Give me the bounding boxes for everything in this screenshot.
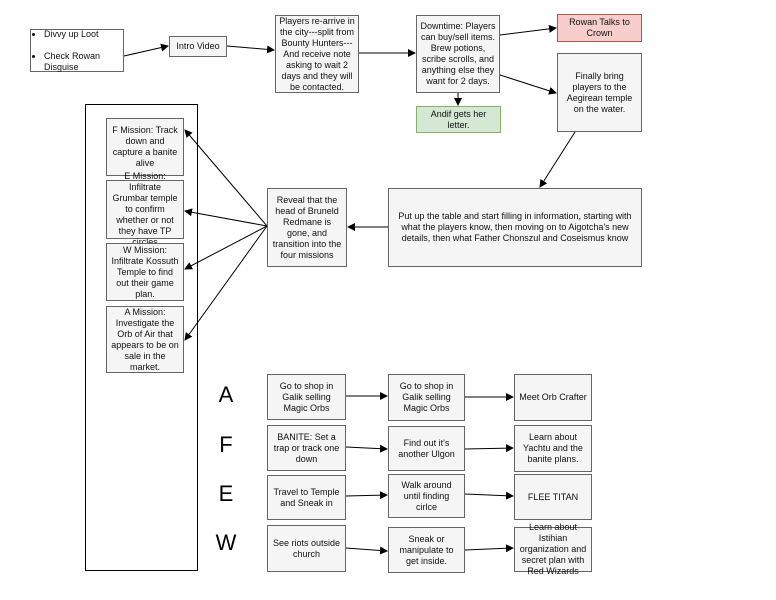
missions-frame xyxy=(85,104,198,571)
f-step-2: Find out it's another Ulgon xyxy=(388,426,465,471)
a-step-3: Meet Orb Crafter xyxy=(514,374,592,421)
intro-video-node: Intro Video xyxy=(169,36,227,57)
arrow-intro-to-rearrive xyxy=(226,45,275,54)
arrow-downtime-to-rowan xyxy=(499,24,557,36)
downtime-node: Downtime: Players can buy/sell items. Br… xyxy=(416,15,500,93)
arrow-e-2-to-3 xyxy=(464,491,514,500)
f-step-3: Learn about Yachtu and the banite plans. xyxy=(514,425,592,472)
arrow-e-1-to-2 xyxy=(345,491,388,500)
arrow-downtime-to-finally xyxy=(499,74,557,95)
e-mission-node: E Mission: Infiltrate Grumbar temple to … xyxy=(106,171,184,247)
arrow-w-2-to-3 xyxy=(464,544,514,553)
arrow-reveal-to-f xyxy=(184,129,268,227)
loot-item: Divvy up Loot xyxy=(44,29,120,40)
track-letter-e: E xyxy=(218,481,234,506)
arrow-w-1-to-2 xyxy=(345,546,388,555)
a-step-1: Go to shop in Galik selling Magic Orbs xyxy=(267,374,346,420)
arrow-finally-to-table xyxy=(539,131,576,188)
a-mission-node: A Mission: Investigate the Orb of Air th… xyxy=(106,306,184,373)
track-letter-w: W xyxy=(215,530,237,555)
e-step-3: FLEE TITAN xyxy=(514,474,592,520)
f-step-1: BANITE: Set a trap or track one down xyxy=(267,425,346,471)
track-letter-f: F xyxy=(219,432,233,457)
arrow-reveal-to-a xyxy=(184,225,268,341)
w-step-2: Sneak or manipulate to get inside. xyxy=(388,527,465,573)
loot-node: Divvy up Loot Check Rowan Disguise xyxy=(30,29,124,72)
e-step-2: Walk around until finding cirlce xyxy=(388,474,465,518)
track-letter-a: A xyxy=(218,382,234,407)
arrow-f-1-to-2 xyxy=(345,444,388,453)
arrow-f-2-to-3 xyxy=(464,444,514,453)
w-step-3: Learn about Istihian organization and se… xyxy=(514,522,592,576)
w-step-1: See riots outside church xyxy=(267,525,346,572)
rearrive-node: Players re-arrive in the city---split fr… xyxy=(275,15,359,93)
arrow-reveal-to-w xyxy=(184,225,268,270)
f-mission-node: F Mission: Track down and capture a bani… xyxy=(106,118,184,176)
finally-node: Finally bring players to the Aegirean te… xyxy=(557,53,642,132)
arrow-reveal-to-e xyxy=(184,208,268,227)
a-step-2: Go to shop in Galik selling Magic Orbs xyxy=(388,374,465,421)
w-mission-node: W Mission: Infiltrate Kossuth Temple to … xyxy=(106,243,184,301)
rowan-node: Rowan Talks to Crown xyxy=(557,14,642,42)
andif-node: Andif gets her letter. xyxy=(416,106,501,133)
arrow-loot-to-intro xyxy=(123,43,169,57)
reveal-node: Reveal that the head of Bruneld Redmane … xyxy=(267,188,347,267)
table-node: Put up the table and start filling in in… xyxy=(388,188,642,267)
e-step-1: Travel to Temple and Sneak in xyxy=(267,475,346,520)
loot-item: Check Rowan Disguise xyxy=(44,51,120,73)
